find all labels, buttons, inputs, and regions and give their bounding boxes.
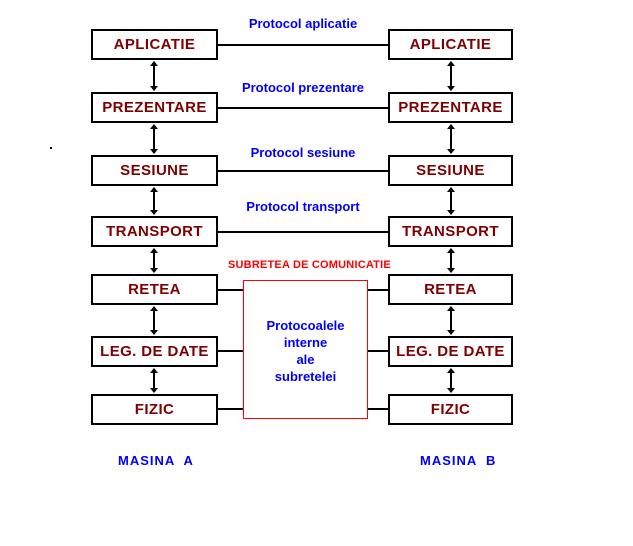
connector-line	[368, 350, 388, 352]
layer-box-retea-right: RETEA	[388, 274, 513, 305]
double-arrow-icon	[149, 306, 159, 335]
layer-box-transport-right: TRANSPORT	[388, 216, 513, 247]
layer-box-fizic-right: FIZIC	[388, 394, 513, 425]
connector-line	[368, 289, 388, 291]
subnet-text-line: interne	[283, 335, 328, 350]
connector-line	[218, 289, 243, 291]
subnet-text-line: Protocoalele	[266, 318, 345, 333]
double-arrow-icon	[149, 368, 159, 393]
layer-box-fizic-left: FIZIC	[91, 394, 218, 425]
layer-box-aplicatie-left: APLICATIE	[91, 29, 218, 60]
layer-box-retea-left: RETEA	[91, 274, 218, 305]
connector-line	[218, 408, 243, 410]
protocol-line	[218, 44, 388, 46]
double-arrow-icon	[149, 124, 159, 154]
layer-box-transport-left: TRANSPORT	[91, 216, 218, 247]
double-arrow-icon	[446, 187, 456, 215]
layer-box-prezentare-right: PREZENTARE	[388, 92, 513, 123]
double-arrow-icon	[149, 248, 159, 273]
subnet-title: SUBRETEA DE COMUNICATIE	[228, 259, 391, 271]
machine-a-label: MASINA A	[118, 453, 194, 468]
layer-box-aplicatie-right: APLICATIE	[388, 29, 513, 60]
connector-line	[218, 350, 243, 352]
double-arrow-icon	[446, 61, 456, 91]
subnet-text-line: subretelei	[274, 369, 337, 384]
double-arrow-icon	[446, 124, 456, 154]
protocol-label-sesiune: Protocol sesiune	[250, 145, 356, 160]
machine-b-label: MASINA B	[420, 453, 497, 468]
connector-line	[368, 408, 388, 410]
protocol-label-aplicatie: Protocol aplicatie	[248, 16, 358, 31]
protocol-line	[218, 231, 388, 233]
protocol-label-prezentare: Protocol prezentare	[241, 80, 365, 95]
double-arrow-icon	[149, 187, 159, 215]
stray-dot	[50, 147, 52, 149]
subnet-text-line: ale	[296, 352, 315, 367]
double-arrow-icon	[446, 248, 456, 273]
protocol-line	[218, 107, 388, 109]
layer-box-legdedate-right: LEG. DE DATE	[388, 336, 513, 367]
double-arrow-icon	[446, 368, 456, 393]
protocol-label-transport: Protocol transport	[246, 199, 360, 214]
layer-box-legdedate-left: LEG. DE DATE	[91, 336, 218, 367]
layer-box-sesiune-right: SESIUNE	[388, 155, 513, 186]
layer-box-prezentare-left: PREZENTARE	[91, 92, 218, 123]
double-arrow-icon	[446, 306, 456, 335]
subnet-box: Protocoalele interne ale subretelei	[243, 280, 368, 419]
protocol-line	[218, 170, 388, 172]
layer-box-sesiune-left: SESIUNE	[91, 155, 218, 186]
double-arrow-icon	[149, 61, 159, 91]
